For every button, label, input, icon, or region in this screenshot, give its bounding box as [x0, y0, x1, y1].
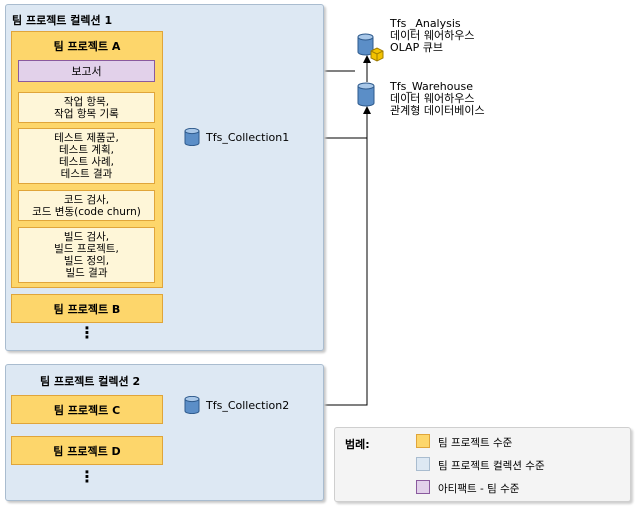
artifact-text: 작업 항목, [63, 95, 110, 108]
team-project-b: 팀 프로젝트 B [11, 294, 163, 323]
artifact-text: 작업 항목 기록 [54, 107, 119, 120]
relational-database-icon [357, 82, 375, 107]
artifact-text: 빌드 검사, [63, 231, 110, 243]
warehouse-name: Tfs_Warehouse [390, 80, 473, 93]
more-projects-ellipsis: ⋮ [79, 323, 95, 342]
legend-label-artifact: 아티팩트 - 팀 수준 [438, 483, 520, 495]
legend-title: 범례: [345, 438, 370, 451]
artifact-text: 코드 변동(code churn) [32, 205, 141, 218]
artifact-tests: 테스트 제품군, 테스트 계획, 테스트 사례, 테스트 결과 [18, 128, 155, 184]
analysis-type: 데이터 웨어하우스 [390, 29, 475, 42]
team-project-d: 팀 프로젝트 D [11, 436, 163, 465]
legend-swatch-team-project [416, 434, 430, 448]
collection2-to-warehouse-connector [306, 107, 368, 406]
analysis-format: OLAP 큐브 [390, 41, 443, 54]
artifact-builds: 빌드 검사, 빌드 프로젝트, 빌드 정의, 빌드 결과 [18, 227, 155, 283]
legend-label-collection: 팀 프로젝트 컬렉션 수준 [438, 460, 545, 472]
collection-1-title: 팀 프로젝트 컬렉션 1 [12, 14, 113, 27]
database-icon [184, 396, 200, 414]
collection-2-database-label: Tfs_Collection2 [206, 399, 290, 412]
artifact-text: 코드 검사, [63, 193, 110, 206]
artifact-text: 빌드 프로젝트, [54, 243, 119, 255]
legend-label-team-project: 팀 프로젝트 수준 [438, 437, 513, 449]
legend-swatch-artifact [416, 480, 430, 494]
artifact-text: 테스트 계획, [59, 144, 114, 156]
artifact-text: 빌드 정의, [63, 255, 110, 267]
warehouse-format: 관계형 데이터베이스 [390, 104, 485, 117]
collection-1-database-label: Tfs_Collection1 [206, 131, 290, 144]
team-project-a-title: 팀 프로젝트 A [53, 40, 121, 53]
olap-cube-database-icon [357, 33, 384, 62]
analysis-warehouse-label: Tfs _Analysis 데이터 웨어하우스 OLAP 큐브 [390, 18, 474, 54]
artifact-text: 테스트 제품군, [54, 132, 119, 144]
artifact-text: 빌드 결과 [65, 267, 108, 279]
artifact-text: 테스트 사례, [59, 156, 114, 168]
artifact-code: 코드 검사, 코드 변동(code churn) [18, 190, 155, 221]
report-artifact: 보고서 [18, 60, 155, 82]
team-project-c: 팀 프로젝트 C [11, 395, 163, 424]
database-icon [184, 128, 200, 146]
legend-swatch-collection [416, 457, 430, 471]
more-projects-ellipsis: ⋮ [79, 467, 95, 486]
legend: 범례: [334, 427, 631, 502]
artifact-text: 테스트 결과 [60, 168, 113, 180]
analysis-name: Tfs _Analysis [390, 17, 461, 30]
relational-warehouse-label: Tfs_Warehouse 데이터 웨어하우스 관계형 데이터베이스 [390, 81, 485, 117]
artifact-work-items: 작업 항목, 작업 항목 기록 [18, 92, 155, 123]
team-project-collection-2: 팀 프로젝트 컬렉션 2 [5, 364, 324, 501]
warehouse-type: 데이터 웨어하우스 [390, 92, 475, 105]
collection-2-title: 팀 프로젝트 컬렉션 2 [40, 375, 141, 388]
